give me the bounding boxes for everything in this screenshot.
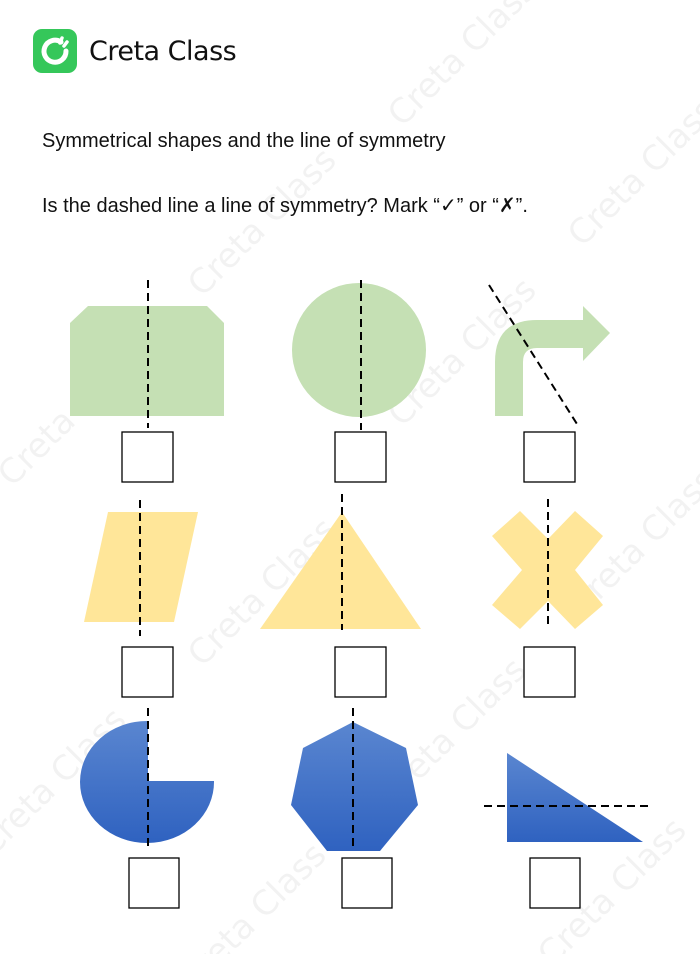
watermark: Creta Class <box>180 140 344 304</box>
worksheet-question: Is the dashed line a line of symmetry? M… <box>42 195 528 217</box>
shape-circle <box>292 283 426 417</box>
answer-box[interactable] <box>529 857 581 909</box>
answer-box[interactable] <box>121 646 174 698</box>
worksheet-title: Symmetrical shapes and the line of symme… <box>42 130 446 152</box>
answer-box[interactable] <box>121 431 174 483</box>
answer-box[interactable] <box>334 431 387 483</box>
watermark: Creta Class <box>170 835 334 954</box>
brand-logo: Creta Class <box>33 29 237 73</box>
shape-heptagon <box>291 722 418 851</box>
shape-right-triangle <box>507 753 643 842</box>
watermark: Creta Class <box>560 90 700 254</box>
answer-box[interactable] <box>523 431 576 483</box>
answer-box[interactable] <box>334 646 387 698</box>
shape-three-quarter-circle <box>80 720 215 843</box>
answer-box[interactable] <box>341 857 393 909</box>
shape-triangle <box>260 512 421 629</box>
shape-turn-arrow <box>495 306 610 416</box>
answer-box[interactable] <box>128 857 180 909</box>
dashed-line <box>488 284 578 425</box>
logo-icon <box>33 29 77 73</box>
brand-name: Creta Class <box>89 35 237 67</box>
answer-box[interactable] <box>523 646 576 698</box>
watermark: Creta Class <box>380 0 544 134</box>
